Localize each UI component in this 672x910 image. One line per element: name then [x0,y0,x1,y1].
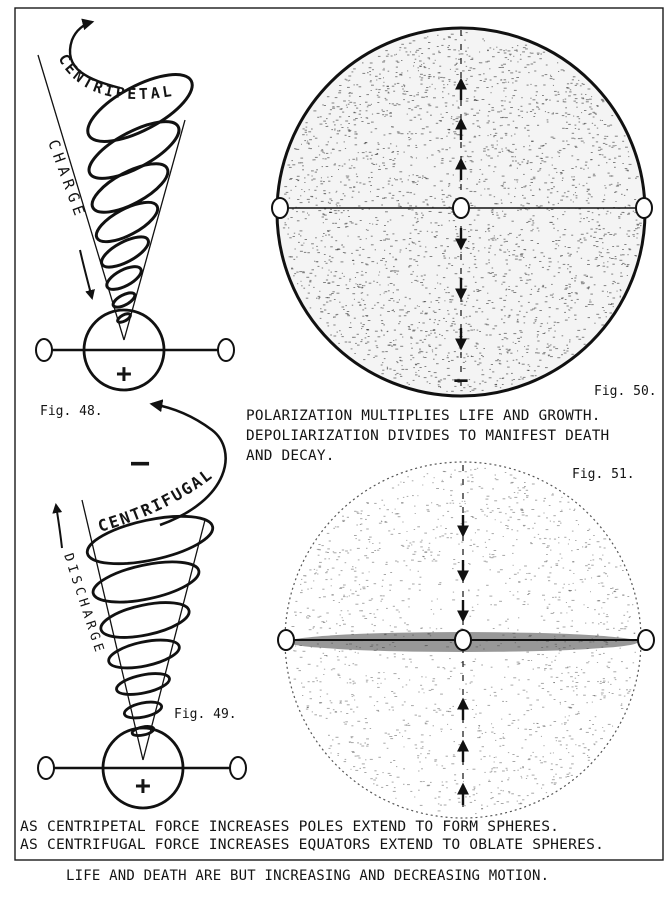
fig49-side-arrow [52,503,63,549]
fig51-sphere [277,461,655,819]
fig49-spiral [85,514,215,737]
fig48-side-arrow [79,249,95,300]
fig49-sweep-arrow [149,399,227,527]
fig50-center-node [452,197,470,219]
fig48-caption: Fig. 48. [40,404,103,419]
fig48-cone-left [37,54,125,341]
fig48-top-arrow [68,18,121,90]
bottom-caption-line1: AS CENTRIPETAL FORCE INCREASES POLES EXT… [20,818,560,835]
fig51-right-pole [637,629,655,651]
fig50-caption: Fig. 50. [594,384,657,399]
fig50-minus-sign: — [454,368,468,393]
fig49-arc-label: CENTRIFUGAL [96,464,215,536]
footer-caption: LIFE AND DEATH ARE BUT INCREASING AND DE… [66,868,550,884]
fig48-right-pole [217,338,235,362]
polarization-caption-line3: AND DECAY. [246,448,335,464]
bottom-caption-line2: AS CENTRIFUGAL FORCE INCREASES EQUATORS … [20,836,605,853]
fig49-cone-right [142,519,206,761]
fig49-minus-sign: — [131,445,150,480]
fig49-caption: Fig. 49. [174,707,237,722]
fig50-left-pole [271,197,289,219]
fig49-left-pole [37,756,55,780]
polarization-caption-line1: POLARIZATION MULTIPLIES LIFE AND GROWTH. [246,408,601,424]
fig51-center-node [454,629,472,651]
polarization-caption-line2: DEPOLIARIZATION DIVIDES TO MANIFEST DEAT… [246,428,610,444]
fig48-left-pole [35,338,53,362]
fig50-sphere: — [271,26,653,398]
svg-text:CENTRIFUGAL: CENTRIFUGAL [96,464,217,536]
fig51-left-pole [277,629,295,651]
fig50-stipple [282,32,643,392]
fig48-plus-sign: + [116,359,132,389]
fig49-plus-sign: + [135,771,151,801]
fig48-cone-right [123,119,186,341]
fig51-caption: Fig. 51. [572,467,635,482]
fig50-right-pole [635,197,653,219]
fig48-diagram: + CENTRIPETAL CHARGE [35,18,235,392]
fig49-side-label: DISCHARGE [60,552,107,658]
fig49-diagram: — + CENTRIFUGAL DISCHARGE [37,399,247,810]
fig49-right-pole [229,756,247,780]
fig48-spiral [86,73,194,324]
plate-border [14,7,664,861]
